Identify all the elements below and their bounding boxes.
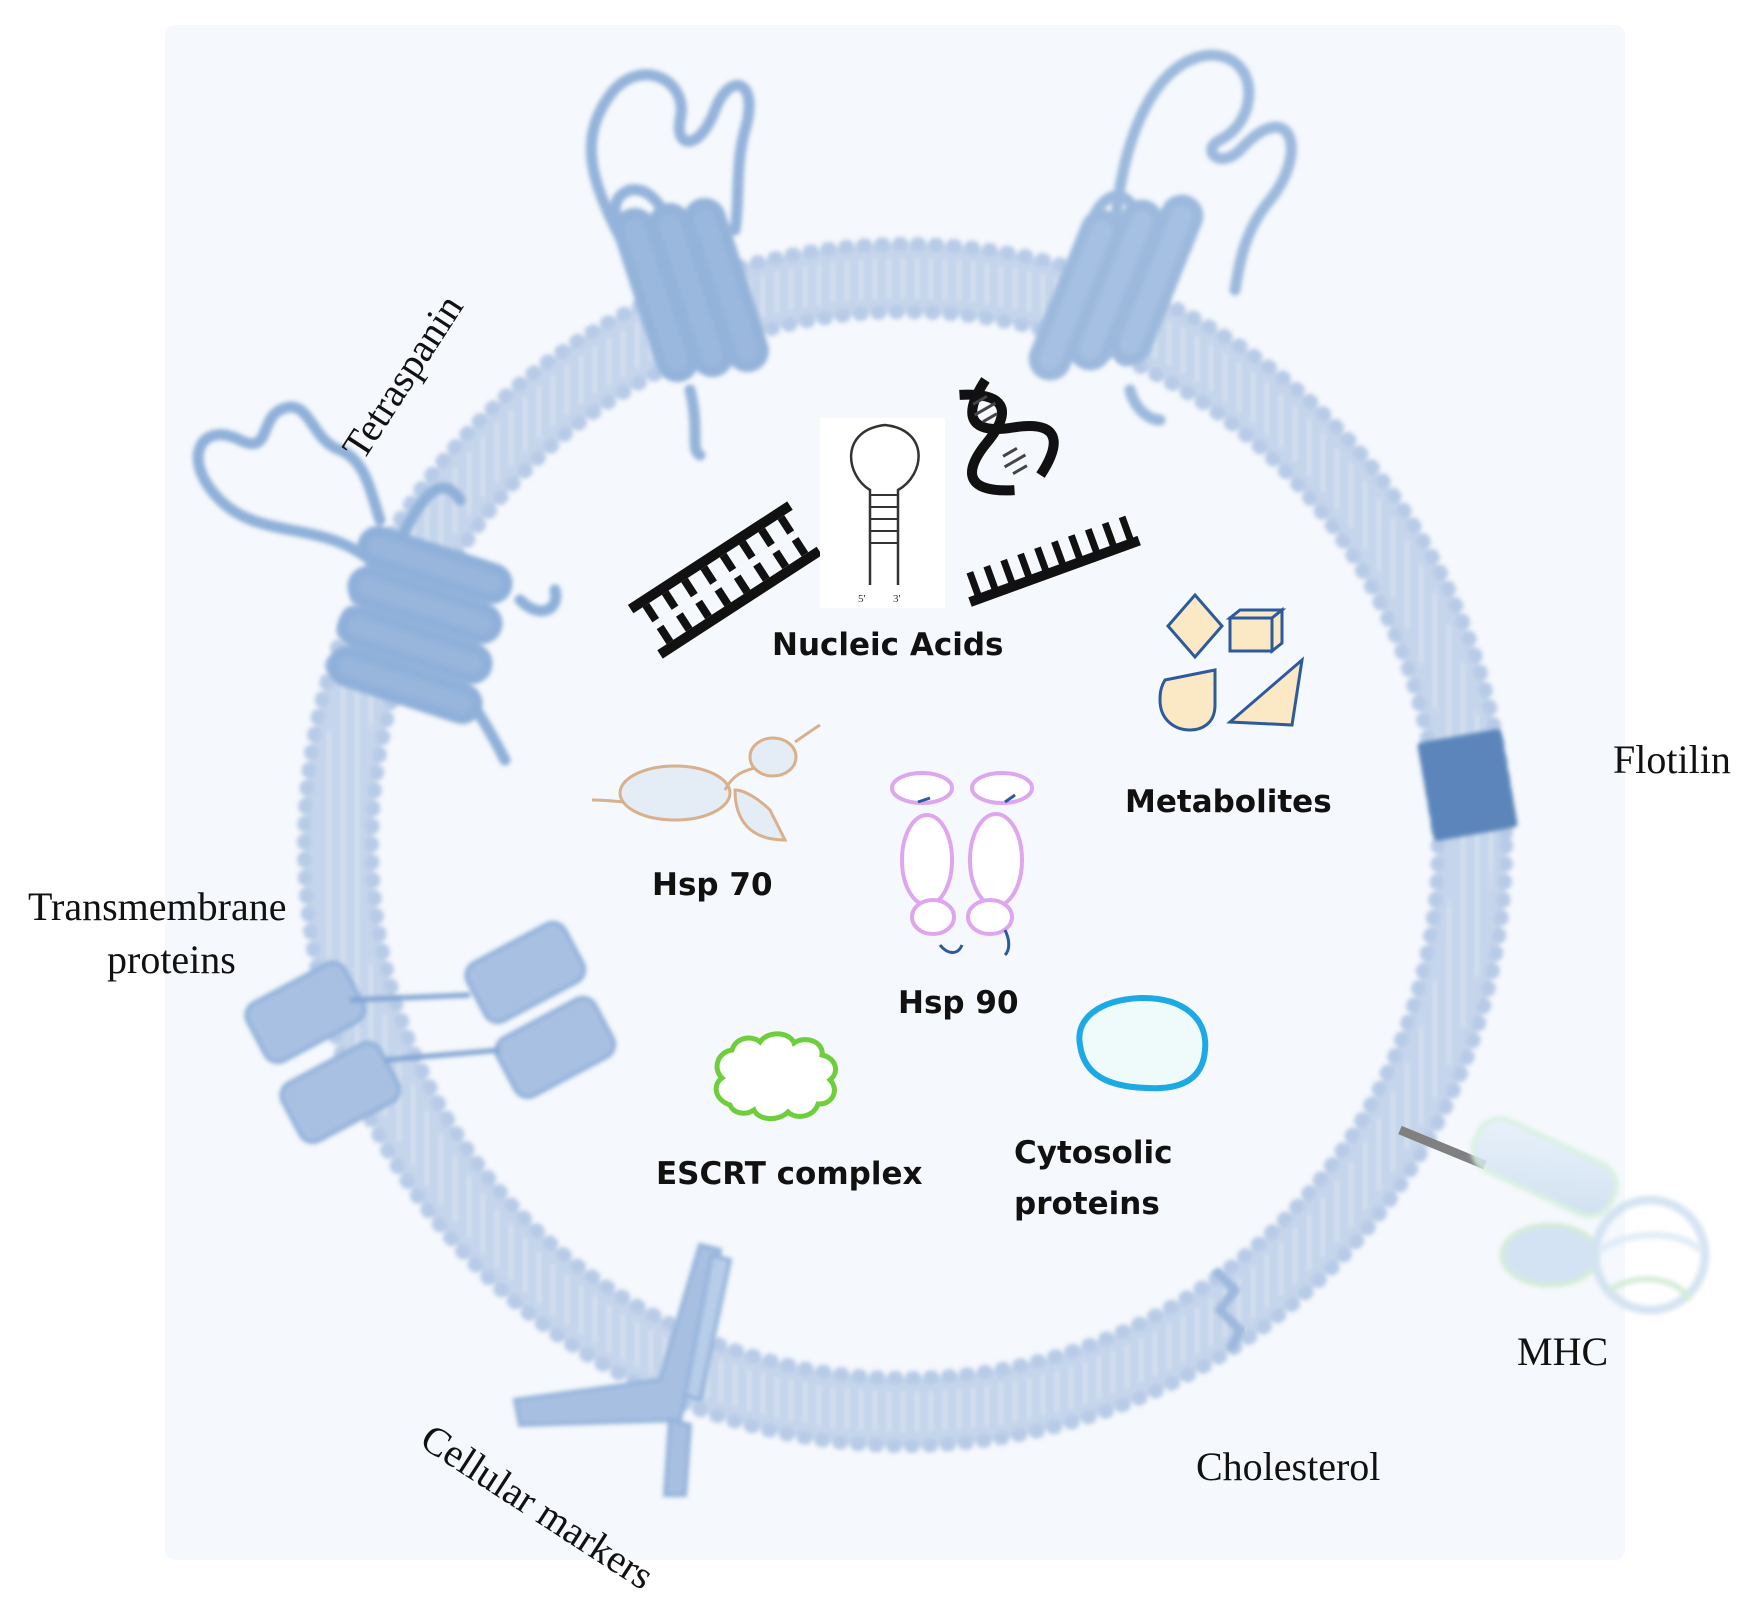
hsp90-icon	[890, 771, 1034, 957]
dsrna-ladder-icon	[627, 501, 823, 659]
hairpin-rna-icon: 5' 3'	[820, 418, 945, 608]
cholesterol-icon	[1211, 1266, 1246, 1353]
membrane-protein-top-right-icon	[1028, 49, 1297, 426]
hsp70-icon	[591, 723, 821, 842]
hsp70-label: Hsp 70	[652, 867, 773, 903]
escrt-complex-label: ESCRT complex	[656, 1156, 922, 1192]
membrane-protein-top-left-icon	[585, 69, 769, 461]
ssrna-comb-icon	[966, 515, 1141, 607]
nucleic-acids-label: Nucleic Acids	[772, 627, 1003, 663]
transmembrane-proteins-icon	[244, 920, 617, 1145]
mhc-icon	[1398, 1116, 1710, 1315]
flotilin-label: Flotilin	[1613, 737, 1731, 782]
cytosolic-proteins-label-line2: proteins	[1014, 1186, 1160, 1222]
tetraspanin-icon	[192, 401, 562, 766]
cytosolic-proteins-icon	[1076, 994, 1209, 1092]
metabolites-icon	[1158, 592, 1305, 732]
hsp90-label: Hsp 90	[898, 985, 1019, 1021]
flotilin-icon	[1417, 728, 1518, 841]
membrane-bilayer	[297, 237, 1513, 1453]
metabolites-label: Metabolites	[1125, 784, 1332, 820]
cytosolic-proteins-label-line1: Cytosolic	[1014, 1135, 1172, 1171]
cholesterol-label: Cholesterol	[1196, 1444, 1380, 1489]
hairpin-5-prime: 5'	[858, 593, 866, 605]
dna-helix-icon	[959, 377, 1059, 496]
escrt-complex-icon	[713, 1031, 839, 1121]
mhc-label: MHC	[1517, 1329, 1608, 1374]
transmembrane-proteins-label-line2: proteins	[107, 937, 236, 982]
transmembrane-proteins-label-line1: Transmembrane	[28, 884, 286, 929]
cellular-markers-icon	[512, 1242, 733, 1497]
hairpin-3-prime: 3'	[893, 593, 901, 605]
